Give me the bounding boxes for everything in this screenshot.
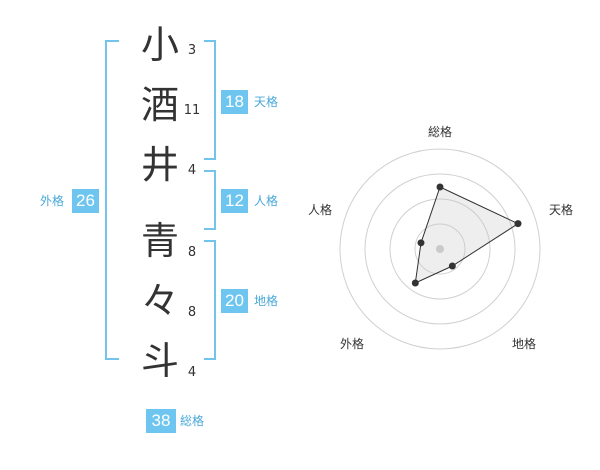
radar-ring xyxy=(414,223,466,275)
stroke-count-6: 4 xyxy=(187,365,197,380)
soukaku-label: 総格 xyxy=(180,414,205,428)
radar-ring xyxy=(364,173,516,325)
radar-axis-label-gaikaku: 外格 xyxy=(340,337,365,351)
radar-axis-label-jinkaku: 人格 xyxy=(308,203,333,217)
radar-point-1 xyxy=(436,183,444,191)
chikaku-bracket xyxy=(204,240,216,360)
name-char-1: 小 xyxy=(140,23,179,67)
chikaku-label: 地格 xyxy=(254,294,279,308)
name-char-5: 々 xyxy=(140,279,179,323)
jinkaku-value-badge: 12 xyxy=(221,189,248,213)
chikaku-value-badge: 20 xyxy=(221,289,248,313)
tenkaku-bracket xyxy=(204,40,216,160)
tenkaku-label: 天格 xyxy=(254,95,279,109)
radar-axis-label-tenkaku: 天格 xyxy=(549,203,574,217)
radar-axis-label-chikaku: 地格 xyxy=(512,337,537,351)
name-char-4: 青 xyxy=(140,219,179,263)
radar-center xyxy=(436,245,444,253)
jinkaku-bracket xyxy=(204,170,216,230)
stroke-count-1: 3 xyxy=(187,43,197,58)
stroke-count-5: 8 xyxy=(187,305,197,320)
stroke-count-3: 4 xyxy=(187,163,197,178)
jinkaku-label: 人格 xyxy=(254,194,279,208)
gaikaku-bracket xyxy=(105,40,119,360)
name-char-6: 斗 xyxy=(140,339,179,383)
stroke-count-4: 8 xyxy=(187,245,197,260)
radar-series-polygon xyxy=(414,186,520,284)
gaikaku-label: 外格 xyxy=(40,194,65,208)
radar-ring xyxy=(389,198,491,300)
radar-ring xyxy=(339,148,541,350)
radar-point-4 xyxy=(411,279,419,287)
radar-point-2 xyxy=(514,220,522,228)
stroke-count-2: 11 xyxy=(183,103,201,118)
radar-point-3 xyxy=(448,262,456,270)
name-char-2: 酒 xyxy=(140,83,179,127)
name-char-3: 井 xyxy=(140,143,179,187)
gaikaku-value-badge: 26 xyxy=(72,189,99,213)
tenkaku-value-badge: 18 xyxy=(221,90,248,114)
radar-axis-label-soukaku: 総格 xyxy=(428,125,453,139)
soukaku-value-badge: 38 xyxy=(146,409,176,433)
radar-point-5 xyxy=(417,239,425,247)
